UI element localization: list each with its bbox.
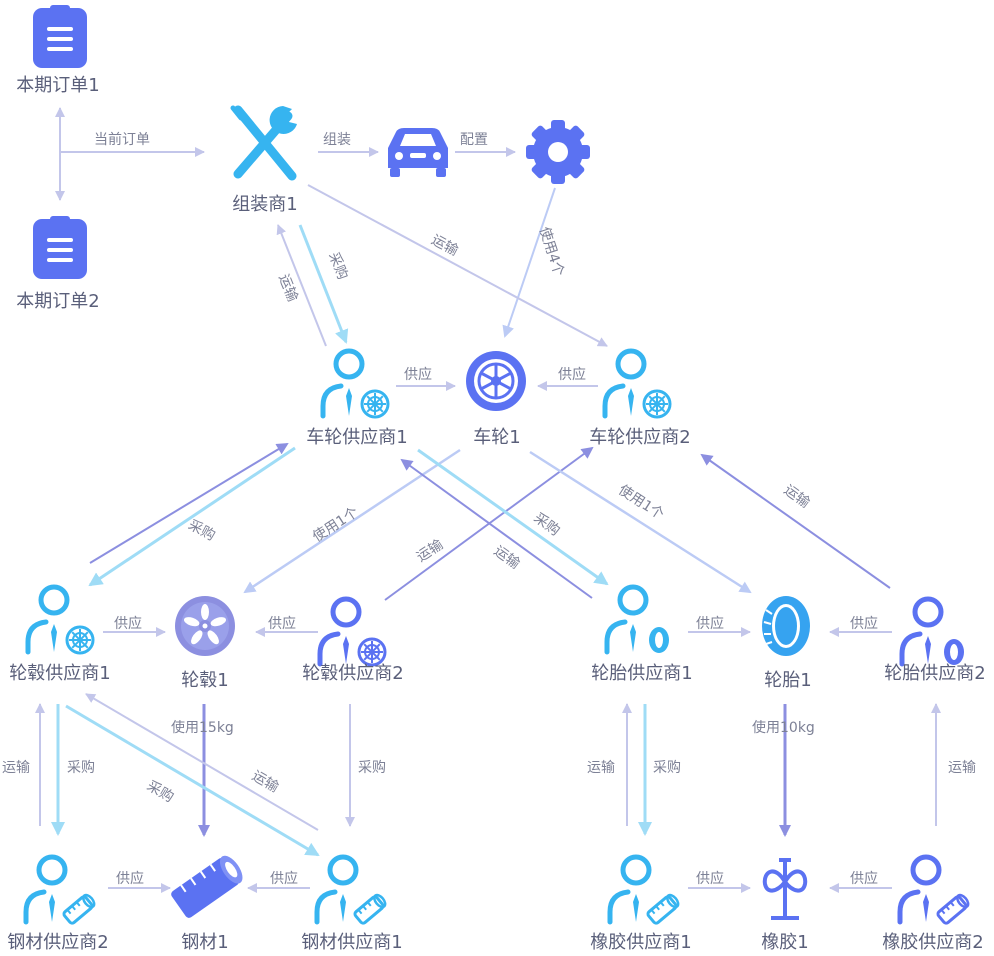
node-wheel-supplier2: 车轮供应商2 [589,427,691,448]
wheel-icon [466,351,526,411]
wheel-supplier1-person-icon [320,348,390,419]
person-icons [23,348,970,925]
steel-supplier1-person-icon [314,854,387,925]
tire-supplier1-person-icon [604,584,669,655]
wheel-supplier2-person-icon [602,348,672,419]
node-tire1: 轮胎1 [764,670,812,691]
edge-label-transport-steel2: 运输 [2,760,30,776]
edge-label-supply-ts2: 供应 [850,616,878,632]
edges [35,107,941,893]
hub-supplier1-person-icon [25,584,95,655]
edge-purchase-from-assembler [298,224,349,344]
node-steel1: 钢材1 [181,932,229,953]
rubber-plant-icon [762,858,808,920]
clipboard-icon [33,216,87,279]
edge-label-purchase-hs2: 采购 [358,760,386,776]
node-hub-supplier2: 轮毂供应商2 [302,663,404,684]
gear-icon [526,120,590,184]
steel-supplier2-person-icon [23,854,96,925]
steel-pipe-icon [171,855,243,918]
edge-label-supply-ws1: 供应 [404,367,432,383]
edge-label-supply-hs2: 供应 [268,616,296,632]
node-steel-supplier1: 钢材供应商1 [301,932,403,953]
node-steel-supplier2: 钢材供应商2 [7,932,109,953]
edge-transport-ts2-to-ws2 [700,453,891,589]
edge-label-supply-steel2: 供应 [116,871,144,887]
hub-supplier2-person-icon [317,596,387,667]
edge-label-use-15kg: 使用15kg [171,720,234,736]
clipboard-icon [33,5,87,68]
edge-label-supply-rubber1: 供应 [696,871,724,887]
edge-transport-steel1 [85,693,319,831]
edge-transport-to-assembler [276,224,327,347]
edge-use-1-tire [529,450,752,594]
tire-icon [762,596,810,656]
tools-icon [230,105,297,181]
rubber-supplier2-person-icon [897,854,970,925]
tire-supplier2-person-icon [899,596,964,667]
edge-label-supply-hs1: 供应 [114,616,142,632]
edge-label-use-10kg: 使用10kg [752,720,815,736]
node-tire-supplier2: 轮胎供应商2 [884,663,986,684]
edge-label-supply-steel1: 供应 [270,871,298,887]
edge-label-purchase-rubber1: 采购 [653,760,681,776]
edge-transport-to-ws2 [307,184,608,347]
node-order1: 本期订单1 [16,75,100,96]
node-rubber-supplier2: 橡胶供应商2 [882,932,984,953]
node-assembler1: 组装商1 [232,194,298,215]
node-wheel1: 车轮1 [473,427,521,448]
edge-use-4 [502,187,556,338]
edge-label-supply-ws2: 供应 [558,367,586,383]
edge-use-1-hub [243,448,461,594]
edge-purchase-hub1-to-ws1 [89,442,289,564]
car-icon [388,128,448,177]
edge-transport-ts1-to-ws1 [400,458,593,599]
edge-label-transport-rubber1: 运输 [587,760,615,776]
edge-label-assemble: 组装 [323,132,351,148]
edge-label-configure: 配置 [460,132,488,148]
edge-label-current-order: 当前订单 [94,132,150,148]
edge-purchase-steel1 [65,704,320,857]
node-wheel-supplier1: 车轮供应商1 [306,427,408,448]
node-hub1: 轮毂1 [181,670,229,691]
node-tire-supplier1: 轮胎供应商1 [591,663,693,684]
rubber-supplier1-person-icon [607,854,680,925]
edge-purchase-ws1-to-hub1 [88,446,296,587]
edge-label-purchase-steel2: 采购 [67,760,95,776]
node-order2: 本期订单2 [16,291,100,312]
edge-purchase-ws1-to-ts1 [417,448,609,586]
node-rubber1: 橡胶1 [761,932,809,953]
edge-label-transport-rubber2: 运输 [948,760,976,776]
edge-label-supply-rubber2: 供应 [850,871,878,887]
node-hub-supplier1: 轮毂供应商1 [9,663,111,684]
edge-label-supply-ts1: 供应 [696,616,724,632]
hub-icon [175,596,235,656]
node-rubber-supplier1: 橡胶供应商1 [590,932,692,953]
